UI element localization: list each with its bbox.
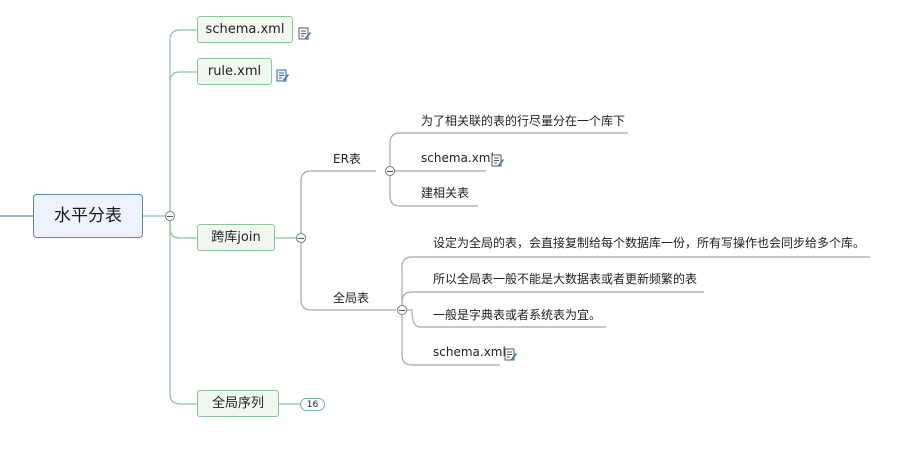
note-icon[interactable] xyxy=(276,69,290,83)
note-icon[interactable] xyxy=(491,154,505,168)
global-item-2-label: 所以全局表一般不能是大数据表或者更新频繁的表 xyxy=(433,272,698,286)
collapsed-count-label: 16 xyxy=(306,399,319,410)
er-item-2[interactable]: schema.xml xyxy=(421,150,494,166)
global-item-3-label: 一般是字典表或者系统表为宜。 xyxy=(433,308,602,322)
root-label: 水平分表 xyxy=(54,205,122,226)
collapse-toggle-er-table[interactable] xyxy=(385,166,395,176)
collapse-toggle-root[interactable] xyxy=(165,211,175,221)
er-item-1[interactable]: 为了相关联的表的行尽量分在一个库下 xyxy=(421,113,625,129)
er-item-3[interactable]: 建相关表 xyxy=(421,185,469,201)
note-icon[interactable] xyxy=(298,27,312,41)
collapse-toggle-cross-join[interactable] xyxy=(296,233,306,243)
branch-cross-join-label: 跨库join xyxy=(211,230,261,245)
branch-rule-xml[interactable]: rule.xml xyxy=(197,58,272,85)
er-table-node[interactable]: ER表 xyxy=(333,151,361,167)
branch-cross-join[interactable]: 跨库join xyxy=(197,224,275,251)
branch-schema-label: schema.xml xyxy=(205,22,285,37)
global-table-label: 全局表 xyxy=(333,291,370,305)
global-item-4-label: schema.xml xyxy=(433,345,506,359)
global-item-2[interactable]: 所以全局表一般不能是大数据表或者更新频繁的表 xyxy=(433,271,697,287)
root-node[interactable]: 水平分表 xyxy=(33,194,143,238)
er-item-1-label: 为了相关联的表的行尽量分在一个库下 xyxy=(421,114,626,128)
collapse-toggle-global-table[interactable] xyxy=(397,305,407,315)
er-table-label: ER表 xyxy=(333,152,361,166)
branch-global-sequence[interactable]: 全局序列 xyxy=(197,390,279,417)
global-item-4[interactable]: schema.xml xyxy=(433,344,506,360)
branch-global-sequence-label: 全局序列 xyxy=(211,396,264,411)
global-item-1-label: 设定为全局的表，会直接复制给每个数据库一份，所有写操作也会同步给多个库。 xyxy=(433,236,866,250)
global-item-1[interactable]: 设定为全局的表，会直接复制给每个数据库一份，所有写操作也会同步给多个库。 xyxy=(433,235,865,251)
er-item-2-label: schema.xml xyxy=(421,151,494,165)
collapsed-count-badge[interactable]: 16 xyxy=(300,398,325,411)
er-item-3-label: 建相关表 xyxy=(421,186,470,200)
global-item-3[interactable]: 一般是字典表或者系统表为宜。 xyxy=(433,307,601,323)
branch-rule-label: rule.xml xyxy=(207,64,262,79)
note-icon[interactable] xyxy=(504,348,518,362)
branch-schema-xml[interactable]: schema.xml xyxy=(197,16,293,43)
global-table-node[interactable]: 全局表 xyxy=(333,290,369,306)
